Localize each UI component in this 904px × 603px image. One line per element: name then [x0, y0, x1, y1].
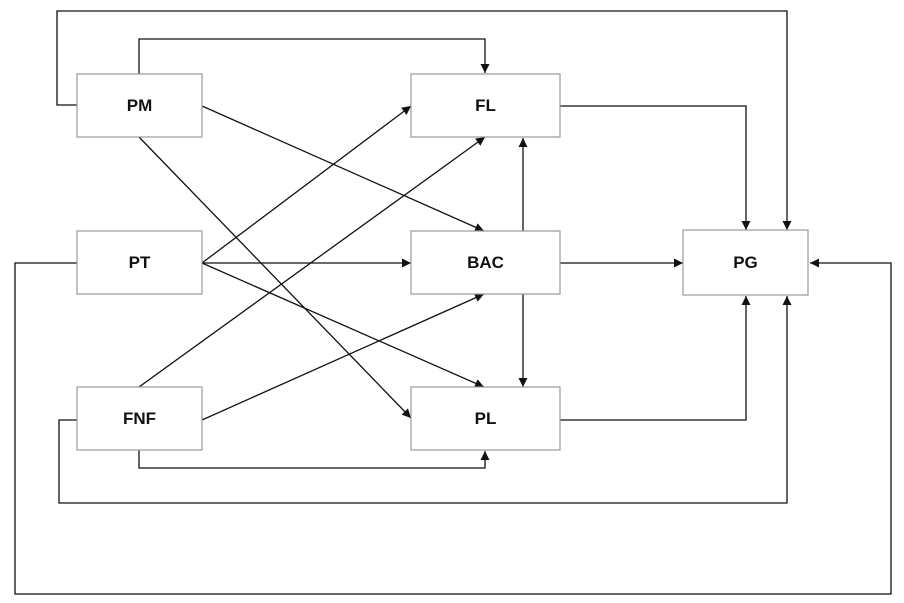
- edge-pm-bac: [201, 105, 485, 232]
- node-pg-label: PG: [733, 253, 758, 272]
- edge-pm-pl: [138, 136, 412, 419]
- node-bac: BAC: [410, 230, 561, 295]
- edges: [14, 10, 892, 595]
- node-pm-label: PM: [127, 96, 153, 115]
- edge-fnf-pl: [138, 450, 490, 469]
- node-pm: PM: [76, 73, 203, 138]
- edge-fnf-bac: [201, 293, 485, 421]
- node-pt-label: PT: [129, 253, 151, 272]
- edge-pt-pg: [14, 258, 892, 595]
- edge-pl-pg: [560, 296, 751, 421]
- edge-fnf-fl: [138, 136, 486, 388]
- edge-pm-pg: [56, 10, 792, 230]
- node-pt: PT: [76, 230, 203, 295]
- edge-fl-pg: [560, 105, 751, 230]
- node-fnf: FNF: [76, 386, 203, 451]
- node-pg: PG: [682, 229, 809, 296]
- node-pl: PL: [410, 386, 561, 451]
- node-fnf-label: FNF: [123, 409, 156, 428]
- edge-fnf-pg: [58, 296, 792, 504]
- edge-pm-fl: [138, 38, 490, 74]
- node-bac-label: BAC: [467, 253, 504, 272]
- edge-pt-pl: [201, 262, 485, 388]
- node-pl-label: PL: [475, 409, 497, 428]
- edge-pt-fl: [201, 105, 412, 264]
- node-fl-label: FL: [475, 96, 496, 115]
- node-fl: FL: [410, 73, 561, 138]
